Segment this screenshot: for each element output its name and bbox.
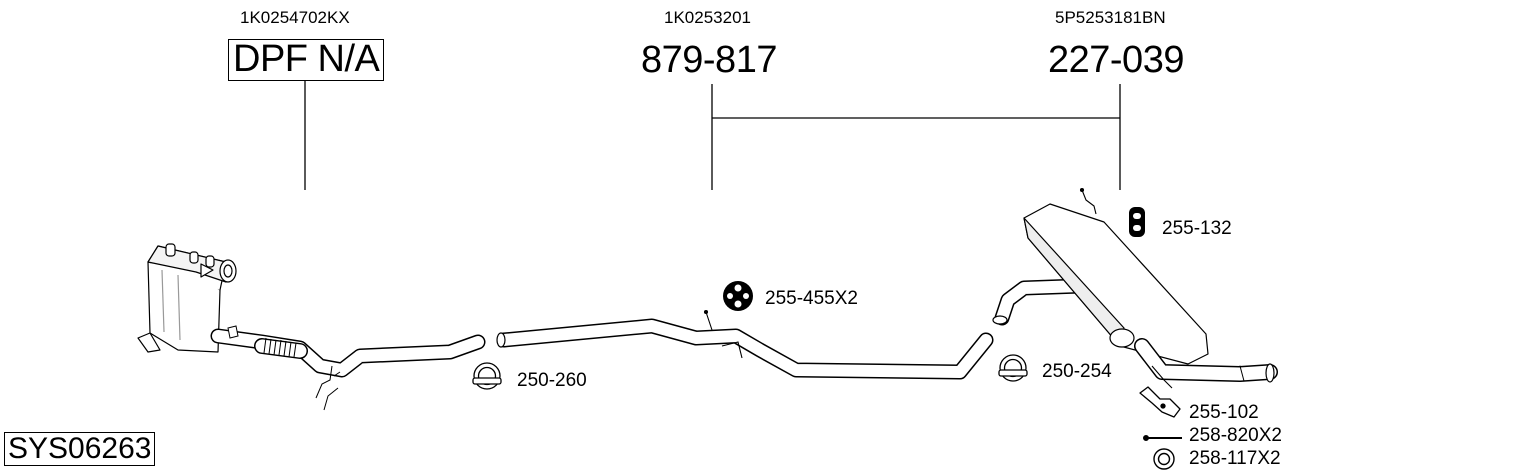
rear-hangers bbox=[1079, 187, 1173, 389]
accessory-label-clamp-rear: 250-254 bbox=[1042, 361, 1112, 382]
bracket-icon bbox=[1139, 386, 1181, 418]
oe-number-dpf: 1K0254702KX bbox=[240, 8, 350, 27]
part-number-dpf: DPF N/A bbox=[228, 39, 385, 81]
front-pipe bbox=[210, 328, 486, 378]
system-code: SYS06263 bbox=[4, 432, 156, 467]
flex-section bbox=[227, 325, 341, 411]
accessory-label-clamp-front: 250-260 bbox=[517, 370, 587, 391]
clamp-icon-rear bbox=[998, 354, 1028, 382]
middle-pipe bbox=[496, 318, 994, 380]
tailpipe bbox=[1134, 338, 1278, 383]
dpf-unit bbox=[137, 243, 237, 353]
clamp-icon-front bbox=[472, 362, 502, 390]
rear-silencer bbox=[1023, 203, 1209, 365]
part-number-center: 879-817 bbox=[641, 39, 777, 81]
rubber-mount-icon bbox=[1129, 207, 1145, 237]
accessory-label-bolt: 258-820X2 bbox=[1189, 425, 1282, 446]
oe-number-center: 1K0253201 bbox=[664, 8, 751, 27]
accessory-label-bracket: 255-102 bbox=[1189, 402, 1259, 423]
oe-number-rear: 5P5253181BN bbox=[1055, 8, 1166, 27]
rubber-ring-icon bbox=[723, 281, 753, 311]
accessory-label-washer: 258-117X2 bbox=[1189, 448, 1281, 469]
washer-icon bbox=[1153, 448, 1175, 470]
accessory-label-mount: 255-132 bbox=[1162, 218, 1232, 239]
part-number-rear: 227-039 bbox=[1048, 39, 1184, 81]
accessory-label-ring: 255-455X2 bbox=[765, 288, 858, 309]
bolt-icon bbox=[1143, 435, 1182, 441]
middle-hangers bbox=[703, 309, 743, 359]
